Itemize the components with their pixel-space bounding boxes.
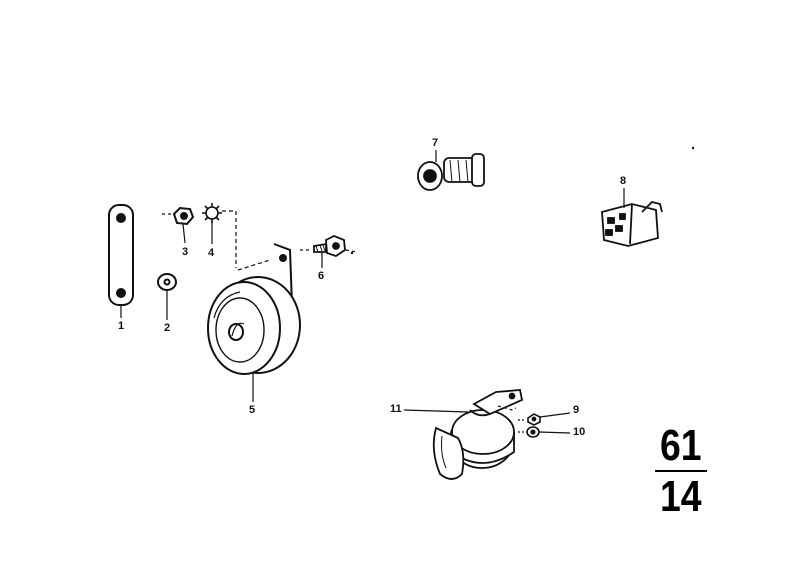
part-6-screw[interactable] xyxy=(313,235,346,257)
dash-11 xyxy=(497,405,517,411)
callout-11: 11 xyxy=(390,403,402,415)
group-code-main: 61 xyxy=(660,421,702,470)
part-9-nut[interactable] xyxy=(527,413,541,426)
dash-4 xyxy=(222,210,237,268)
speck xyxy=(691,146,695,150)
dash-9-10 xyxy=(518,419,526,433)
callout-10: 10 xyxy=(573,426,586,438)
part-1-bracket-strap[interactable] xyxy=(108,204,134,306)
dash-5 xyxy=(237,259,271,271)
callout-2: 2 xyxy=(164,322,171,334)
leader-9 xyxy=(539,412,571,418)
leader-11 xyxy=(403,409,469,413)
part-5-disc-horn[interactable] xyxy=(207,243,301,375)
part-4-lock-washer[interactable] xyxy=(202,203,222,223)
callout-5: 5 xyxy=(249,404,256,416)
part-11-trumpet-horn[interactable] xyxy=(432,389,524,480)
callout-9: 9 xyxy=(573,404,580,416)
part-8-relay[interactable] xyxy=(601,201,663,247)
dash-6 xyxy=(300,249,357,253)
group-code-divider xyxy=(655,470,707,472)
part-10-washer[interactable] xyxy=(526,426,540,438)
callout-8: 8 xyxy=(620,175,627,187)
callout-1: 1 xyxy=(118,320,125,332)
leader-3 xyxy=(182,223,186,244)
group-code-sub: 14 xyxy=(660,472,702,521)
callout-3: 3 xyxy=(182,246,189,258)
callout-6: 6 xyxy=(318,270,325,282)
leader-10 xyxy=(538,431,571,434)
speck xyxy=(350,251,354,255)
callout-4: 4 xyxy=(208,247,215,259)
part-2-washer[interactable] xyxy=(157,273,177,291)
part-3-nut[interactable] xyxy=(172,206,195,226)
part-7-socket[interactable] xyxy=(417,153,485,191)
callout-7: 7 xyxy=(432,137,439,149)
